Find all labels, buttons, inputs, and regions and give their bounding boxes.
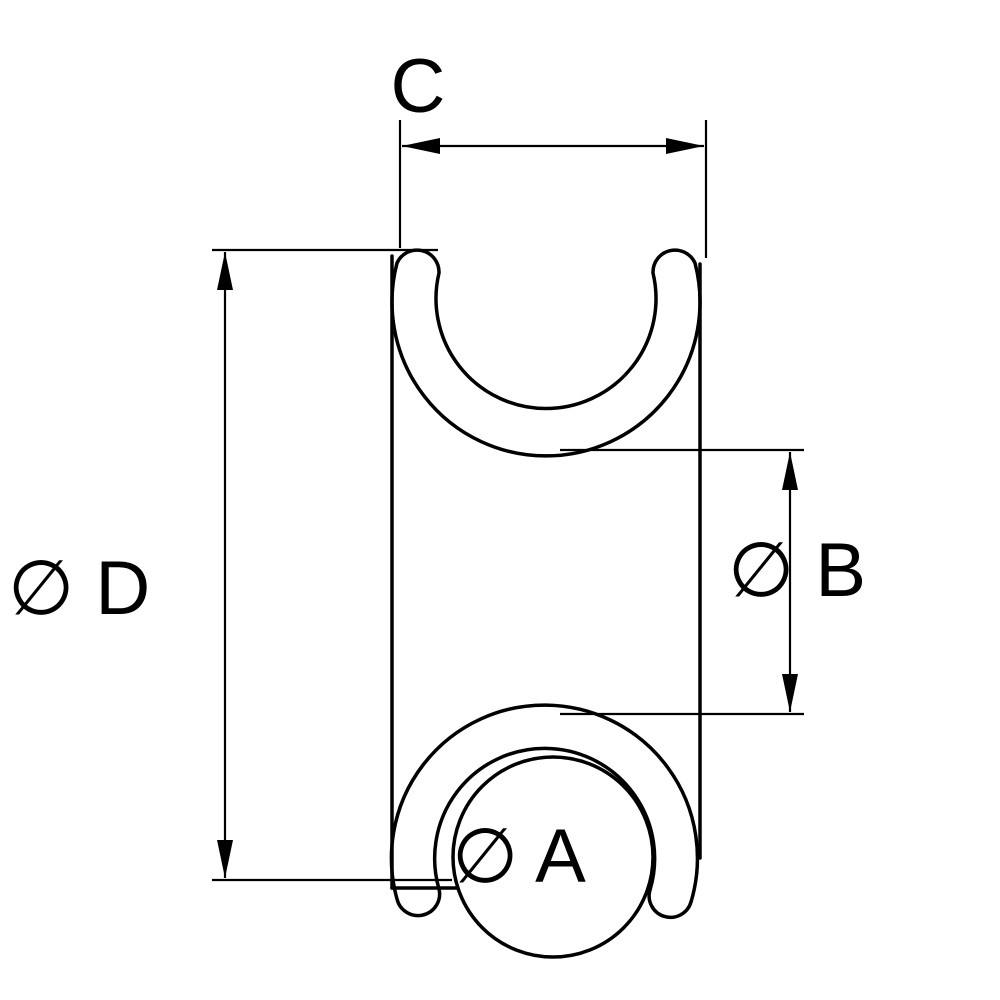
dim-d-label: ∅ D [8,546,150,631]
top-groove-outline [390,248,702,458]
dim-d-arrowhead-top [217,252,233,290]
dim-b-label: ∅ B [728,528,866,613]
dimension-b: ∅ B [560,448,866,716]
ring-section [389,248,702,959]
center-hole-circle [451,755,655,959]
dimension-d: ∅ D [8,248,452,882]
dim-d-arrowhead-bottom [217,840,233,878]
bottom-flange-outline [389,703,700,920]
dim-b-arrowhead-bottom [782,674,798,712]
dim-c-arrowhead-right [666,138,704,154]
dimension-c: C [391,44,708,258]
dim-b-arrowhead-top [782,452,798,490]
dimension-a: ∅ A [452,814,586,899]
dim-a-label: ∅ A [452,814,586,899]
dim-c-arrowhead-left [402,138,440,154]
dim-c-label: C [391,44,446,129]
